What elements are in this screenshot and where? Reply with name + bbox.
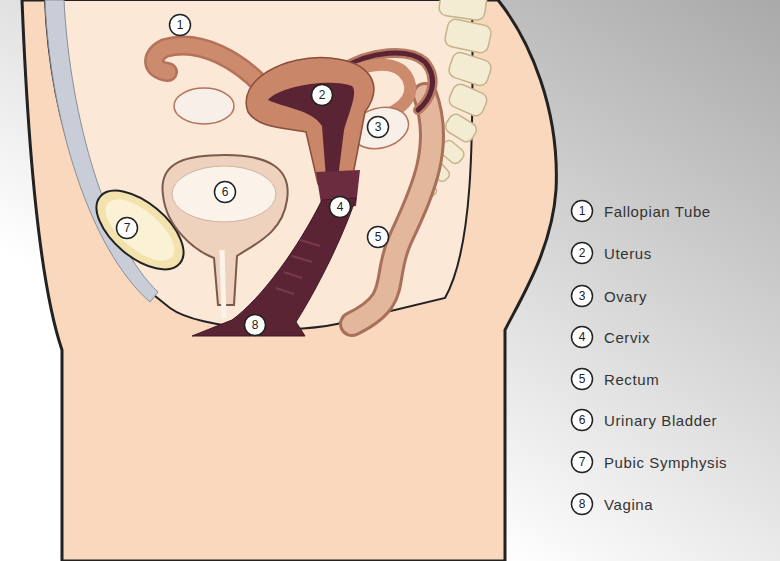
callout-circle: 5: [570, 367, 594, 391]
legend-text: Rectum: [604, 371, 659, 388]
pelvic-cavity: [45, 0, 473, 329]
callout-circle: 3: [366, 115, 390, 139]
callout-number: 3: [579, 289, 586, 303]
callout-number: 5: [375, 230, 382, 244]
callout-circle: 5: [366, 225, 390, 249]
callout-circle: 1: [168, 13, 192, 37]
callout-number: 3: [375, 120, 382, 134]
legend-text: Ovary: [604, 288, 647, 305]
callout-circle: 1: [570, 199, 594, 223]
callout-number: 1: [579, 204, 586, 218]
legend-text: Urinary Bladder: [604, 412, 717, 429]
callout-circle: 4: [570, 325, 594, 349]
callout-circle: 8: [570, 492, 594, 516]
callout-number: 7: [579, 455, 586, 469]
legend-text: Vagina: [604, 496, 653, 513]
vagina: [192, 198, 356, 336]
uterine-cavity: [268, 83, 354, 178]
callout-circle: 2: [310, 83, 334, 107]
ovary-left: [174, 88, 234, 124]
callout-circle: 6: [213, 180, 237, 204]
callout-number: 5: [579, 372, 586, 386]
vaginal-rugae: [276, 240, 320, 294]
legend-text: Pubic Symphysis: [604, 454, 727, 471]
callout-number: 4: [337, 200, 344, 214]
bladder-lumen: [172, 166, 276, 222]
callout-number: 2: [579, 246, 586, 260]
callout-number: 6: [579, 413, 586, 427]
callout-circle: 3: [570, 284, 594, 308]
callout-circle: 6: [570, 408, 594, 432]
callout-number: 2: [319, 88, 326, 102]
callout-number: 6: [222, 185, 229, 199]
legend-text: Fallopian Tube: [604, 203, 711, 220]
callout-circle: 4: [328, 195, 352, 219]
callout-number: 4: [579, 330, 586, 344]
callout-circle: 7: [115, 216, 139, 240]
callout-number: 8: [579, 497, 586, 511]
fallopian-tube-left: [154, 46, 268, 92]
callout-number: 7: [124, 221, 131, 235]
legend-text: Uterus: [604, 245, 652, 262]
fallopian-tube-left-inner: [154, 46, 268, 92]
callout-circle: 7: [570, 450, 594, 474]
body-outline: [22, 0, 556, 561]
legend-text: Cervix: [604, 329, 650, 346]
urethra: [222, 250, 224, 318]
callout-circle: 8: [243, 313, 267, 337]
callout-number: 8: [252, 318, 259, 332]
callout-circle: 2: [570, 241, 594, 265]
uterus: [246, 58, 374, 184]
callout-number: 1: [177, 18, 184, 32]
